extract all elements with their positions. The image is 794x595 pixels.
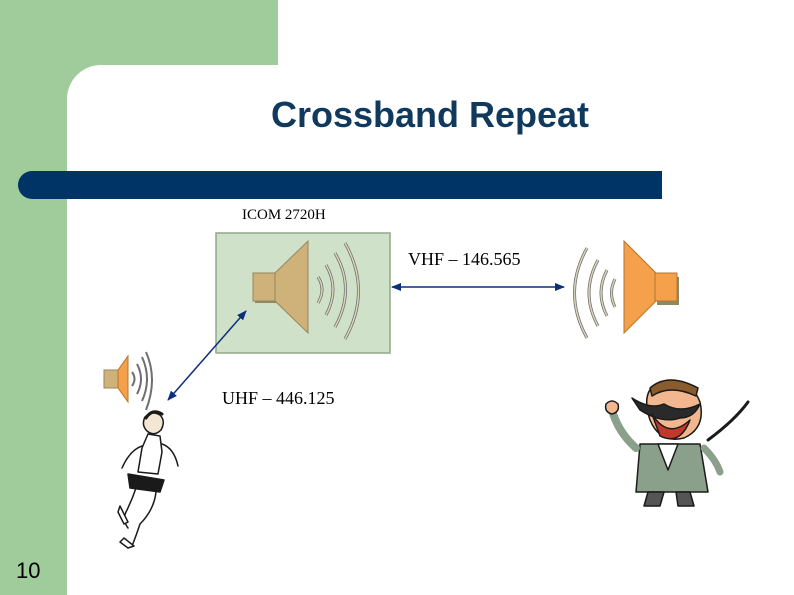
vhf-frequency-label: VHF – 146.565 (408, 249, 521, 269)
slide-title: Crossband Repeat (270, 94, 590, 135)
uhf-speaker-icon (103, 351, 153, 411)
runner-figure-icon (117, 410, 179, 549)
repeater-speaker-icon (252, 239, 360, 340)
laughing-man-figure-icon (604, 379, 750, 507)
vhf-speaker-icon (573, 239, 679, 339)
left-accent-bar (0, 0, 67, 595)
title-underline-band (18, 171, 662, 199)
uhf-frequency-label: UHF – 446.125 (222, 388, 335, 408)
page-number: 10 (16, 558, 41, 583)
uhf-link-arrow (167, 310, 247, 401)
repeater-label: ICOM 2720H (242, 207, 326, 223)
